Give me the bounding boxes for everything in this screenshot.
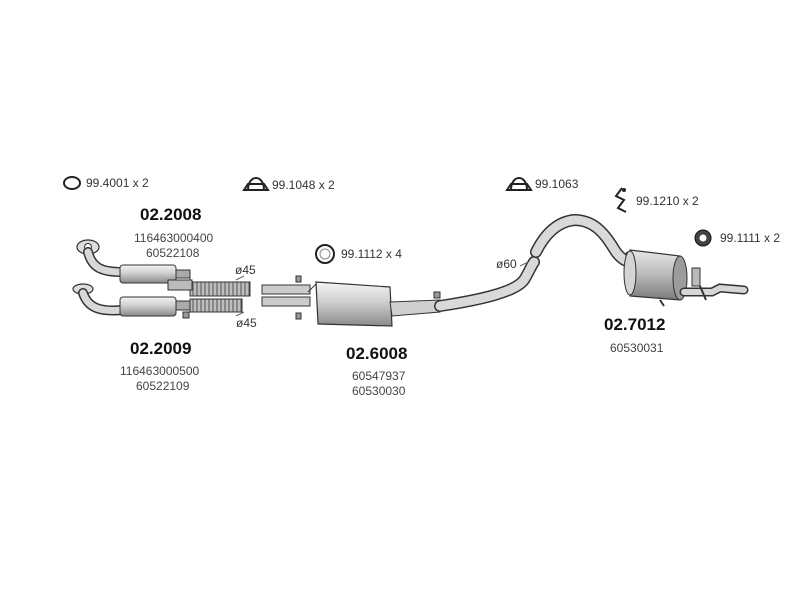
accessory-label-clamp: 99.1048 x 2 bbox=[272, 178, 335, 192]
part-number: 116463000400 bbox=[134, 231, 214, 245]
part-code: 02.7012 bbox=[604, 315, 666, 334]
accessory-label-sealing-ring: 99.1112 x 4 bbox=[341, 247, 402, 261]
accessory-label-clamp: 99.1063 bbox=[535, 177, 579, 191]
part-number: 116463000500 bbox=[120, 364, 200, 378]
part-number: 60522109 bbox=[136, 379, 190, 393]
part-number: 60530031 bbox=[610, 341, 664, 355]
u-bolt-clamp-icon bbox=[505, 177, 533, 191]
part-code: 02.2008 bbox=[140, 205, 202, 224]
part-02-2008-drawing bbox=[76, 239, 251, 297]
sealing-ring-icon bbox=[315, 244, 335, 264]
part-code: 02.6008 bbox=[346, 344, 408, 363]
diameter-label: ø45 bbox=[236, 316, 257, 330]
part-number: 60522108 bbox=[146, 246, 200, 260]
diameter-label: ø45 bbox=[235, 263, 256, 277]
hanger-spring-icon bbox=[614, 187, 627, 213]
rubber-mount-icon bbox=[694, 229, 712, 247]
part-code: 02.2009 bbox=[130, 339, 192, 358]
diameter-label: ø60 bbox=[496, 257, 517, 271]
part-02-7012-drawing bbox=[530, 213, 749, 307]
accessory-label-hanger: 99.1210 x 2 bbox=[636, 194, 699, 208]
accessory-label-rubber-mount: 99.1111 x 2 bbox=[720, 231, 781, 245]
part-number: 60547937 bbox=[352, 369, 406, 383]
gasket-ring-icon bbox=[63, 176, 81, 190]
part-02-2009-drawing bbox=[72, 283, 243, 319]
u-bolt-clamp-icon bbox=[242, 177, 270, 191]
part-number: 60530030 bbox=[352, 384, 406, 398]
accessory-label-gasket: 99.4001 x 2 bbox=[86, 176, 149, 190]
part-02-6008-drawing bbox=[261, 256, 540, 327]
